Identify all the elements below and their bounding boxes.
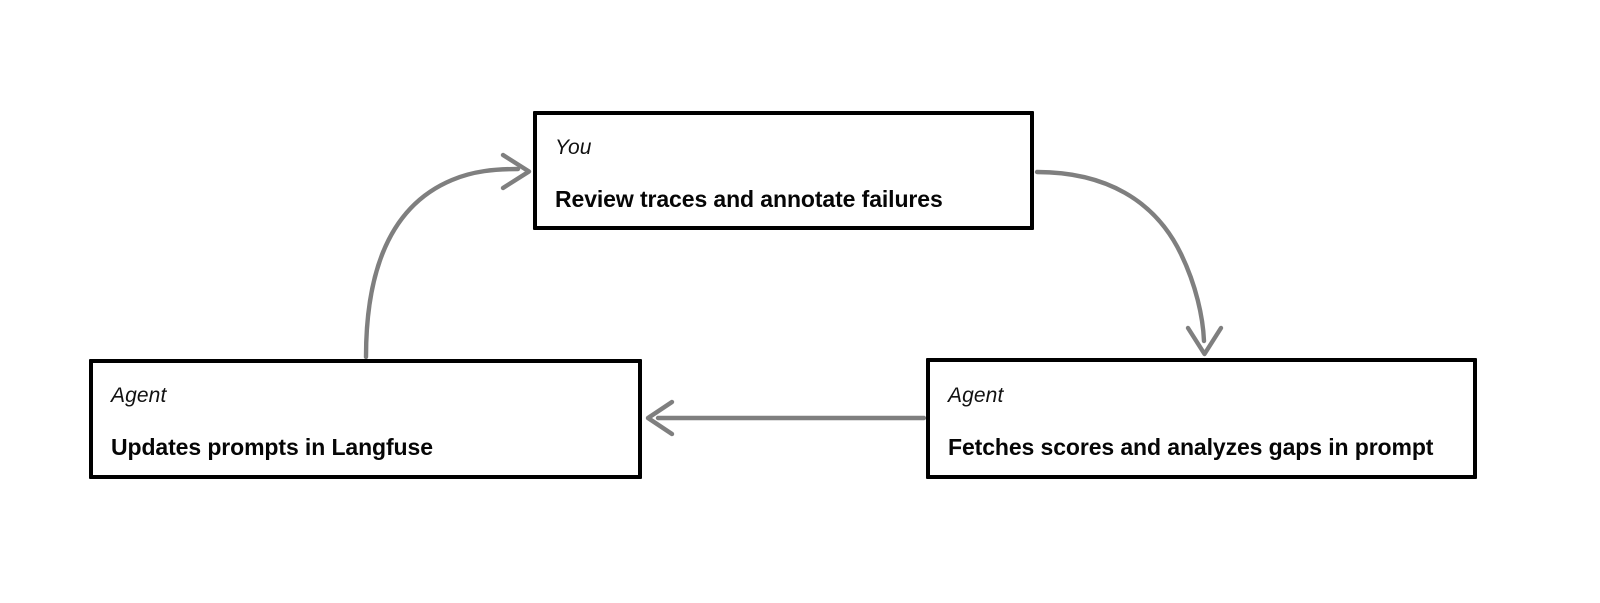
edge-right-to-left <box>645 399 927 437</box>
node-title-label: Fetches scores and analyzes gaps in prom… <box>948 434 1434 460</box>
node-title-label: Updates prompts in Langfuse <box>111 434 433 460</box>
node-updates-prompts[interactable]: Agent Updates prompts in Langfuse <box>89 359 642 479</box>
node-title-label: Review traces and annotate failures <box>555 186 943 212</box>
edge-top-to-right-arrowhead <box>1185 325 1224 357</box>
edge-left-to-top <box>363 152 532 360</box>
edge-right-to-left-arrowhead <box>645 399 675 437</box>
node-role-label: You <box>555 136 592 159</box>
node-role-label: Agent <box>111 384 167 407</box>
edge-left-to-top-arrowhead <box>500 152 532 191</box>
node-role-label: Agent <box>948 384 1004 407</box>
edge-top-to-right <box>1034 169 1224 357</box>
node-fetches-scores[interactable]: Agent Fetches scores and analyzes gaps i… <box>926 358 1477 479</box>
node-review-traces[interactable]: You Review traces and annotate failures <box>533 111 1034 230</box>
edge-top-to-right-line <box>1034 169 1207 344</box>
edge-left-to-top-line <box>363 166 521 360</box>
